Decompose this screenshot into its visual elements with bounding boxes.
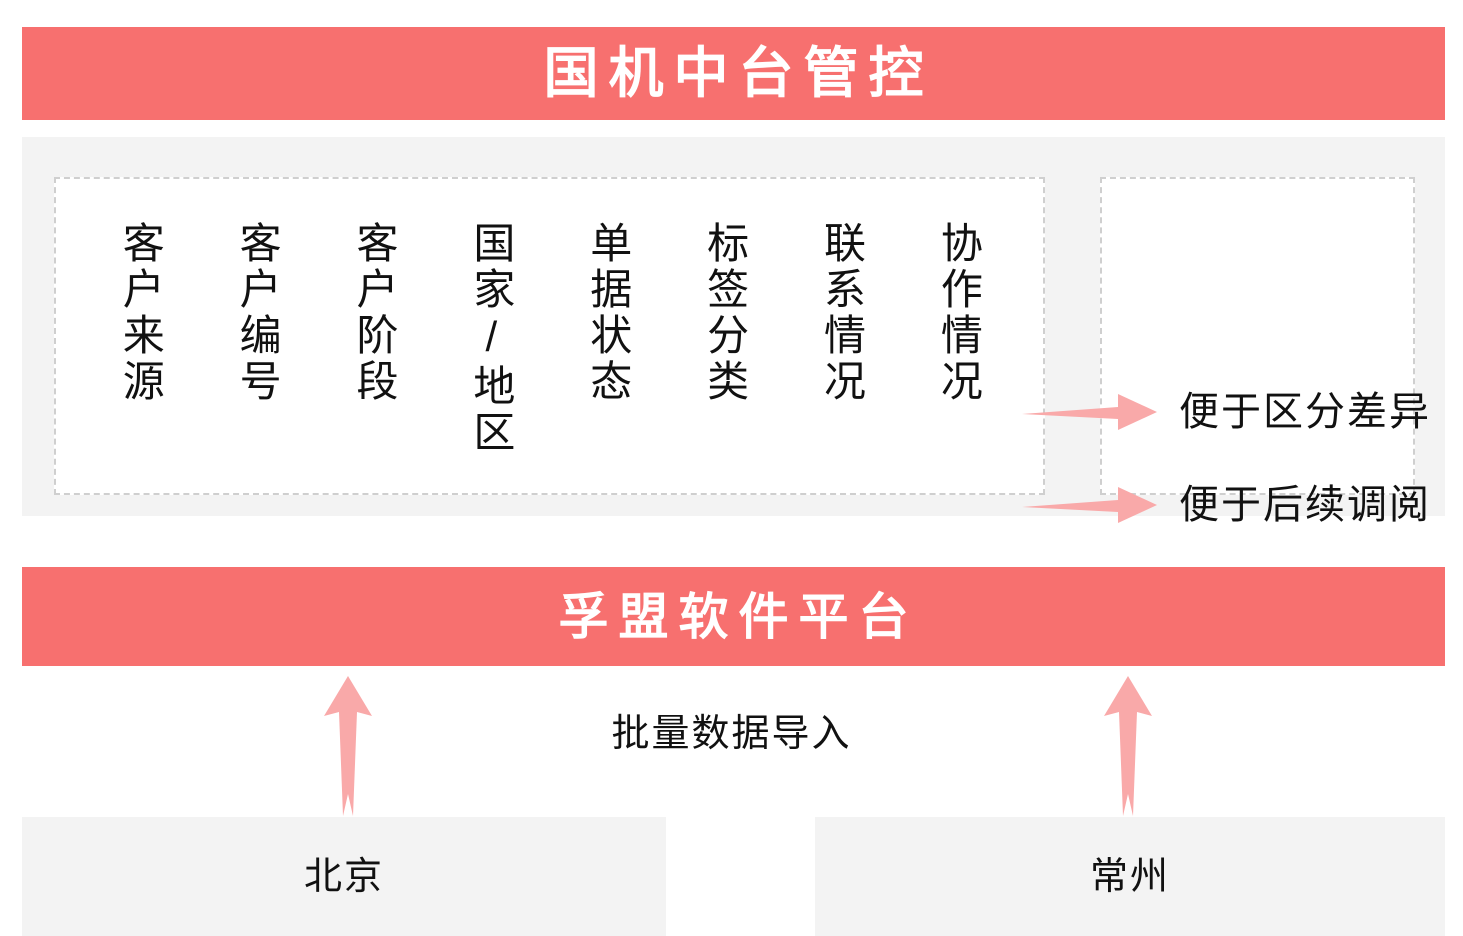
benefit-row-retrieve: 便于后续调阅 <box>1022 480 1431 530</box>
source-box-changzhou: 常州 <box>815 817 1445 936</box>
fields-panel: 客户来源 客户编号 客户阶段 国家/地区 单据状态 标签分类 联系情况 协作情况 <box>54 177 1045 495</box>
fields-row: 客户来源 客户编号 客户阶段 国家/地区 单据状态 标签分类 联系情况 协作情况 <box>56 179 1043 493</box>
field-column-customer-number: 客户编号 <box>234 221 282 405</box>
import-caption: 批量数据导入 <box>611 713 852 755</box>
field-container: 客户来源 客户编号 客户阶段 国家/地区 单据状态 标签分类 联系情况 协作情况… <box>22 137 1445 525</box>
arrow-up-icon <box>324 676 372 816</box>
banner-bottom: 孚盟软件平台 <box>22 567 1445 666</box>
benefit-label-retrieve: 便于后续调阅 <box>1179 483 1431 527</box>
source-label-beijing: 北京 <box>303 855 384 898</box>
field-column-tag-category: 标签分类 <box>701 221 749 405</box>
source-label-changzhou: 常州 <box>1089 855 1170 898</box>
arrow-up-icon <box>1104 676 1152 816</box>
field-column-document-status: 单据状态 <box>584 221 632 405</box>
benefit-row-distinguish: 便于区分差异 <box>1022 387 1431 437</box>
arrow-right-icon <box>1022 394 1157 430</box>
banner-top-title: 国机中台管控 <box>543 42 934 104</box>
field-column-country-region: 国家/地区 <box>467 221 515 456</box>
field-column-contact-status: 联系情况 <box>818 221 866 405</box>
field-column-collaboration-status: 协作情况 <box>935 221 983 405</box>
arrow-right-icon <box>1022 487 1157 523</box>
benefits-panel <box>1100 177 1415 495</box>
source-box-beijing: 北京 <box>22 817 666 936</box>
field-column-customer-stage: 客户阶段 <box>350 221 398 405</box>
benefit-label-distinguish: 便于区分差异 <box>1179 390 1431 434</box>
banner-bottom-title: 孚盟软件平台 <box>558 588 919 645</box>
banner-top: 国机中台管控 <box>22 27 1445 120</box>
field-column-customer-source: 客户来源 <box>117 221 165 405</box>
